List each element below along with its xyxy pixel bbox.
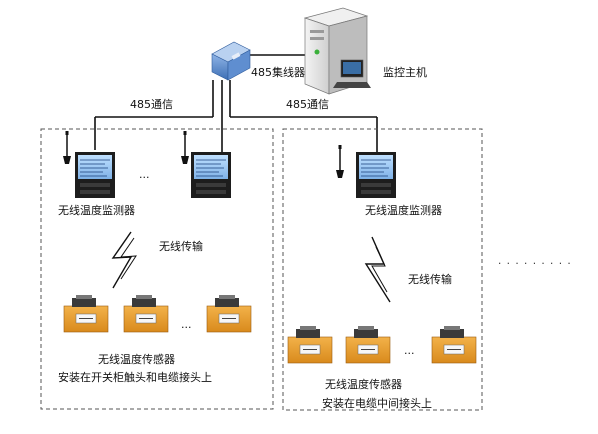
right-wireless-bolt [364, 236, 391, 303]
right-sensor-3 [431, 325, 477, 364]
left-install-label: 安装在开关柜触头和电缆接头上 [58, 371, 212, 384]
right-group-frame [282, 128, 483, 411]
right-install-label: 安装在电缆中间接头上 [322, 397, 432, 410]
left-sensor-ellipsis: ... [181, 318, 192, 331]
hub-label: 485集线器 [251, 66, 305, 79]
right-link-label: 485通信 [286, 98, 329, 111]
right-sensor-1 [287, 325, 333, 364]
right-monitor-label: 无线温度监测器 [365, 204, 442, 217]
host-label: 监控主机 [383, 66, 427, 79]
left-sensor-3 [206, 294, 252, 333]
left-sensor-1 [63, 294, 109, 333]
left-group-frame [40, 128, 274, 410]
left-monitor-2 [180, 130, 232, 199]
right-monitor [335, 144, 397, 199]
left-link-label: 485通信 [130, 98, 173, 111]
right-wireless-bolt-inner [371, 246, 388, 293]
left-sensor-2 [123, 294, 169, 333]
left-wireless-label: 无线传输 [159, 240, 203, 253]
continuation-dots: · · · · · · · · · [498, 258, 572, 270]
right-wireless-label: 无线传输 [408, 273, 452, 286]
left-monitor-label: 无线温度监测器 [58, 204, 135, 217]
left-monitor-ellipsis: ... [139, 168, 150, 181]
right-sensor-label: 无线温度传感器 [325, 378, 402, 391]
left-sensor-label: 无线温度传感器 [98, 353, 175, 366]
left-wireless-bolt-inner [120, 237, 137, 280]
hub-device [211, 41, 251, 81]
right-sensor-ellipsis: ... [404, 344, 415, 357]
host-computer [303, 7, 371, 95]
right-sensor-2 [345, 325, 391, 364]
left-wireless-bolt [111, 231, 133, 289]
left-monitor-1 [62, 130, 116, 199]
